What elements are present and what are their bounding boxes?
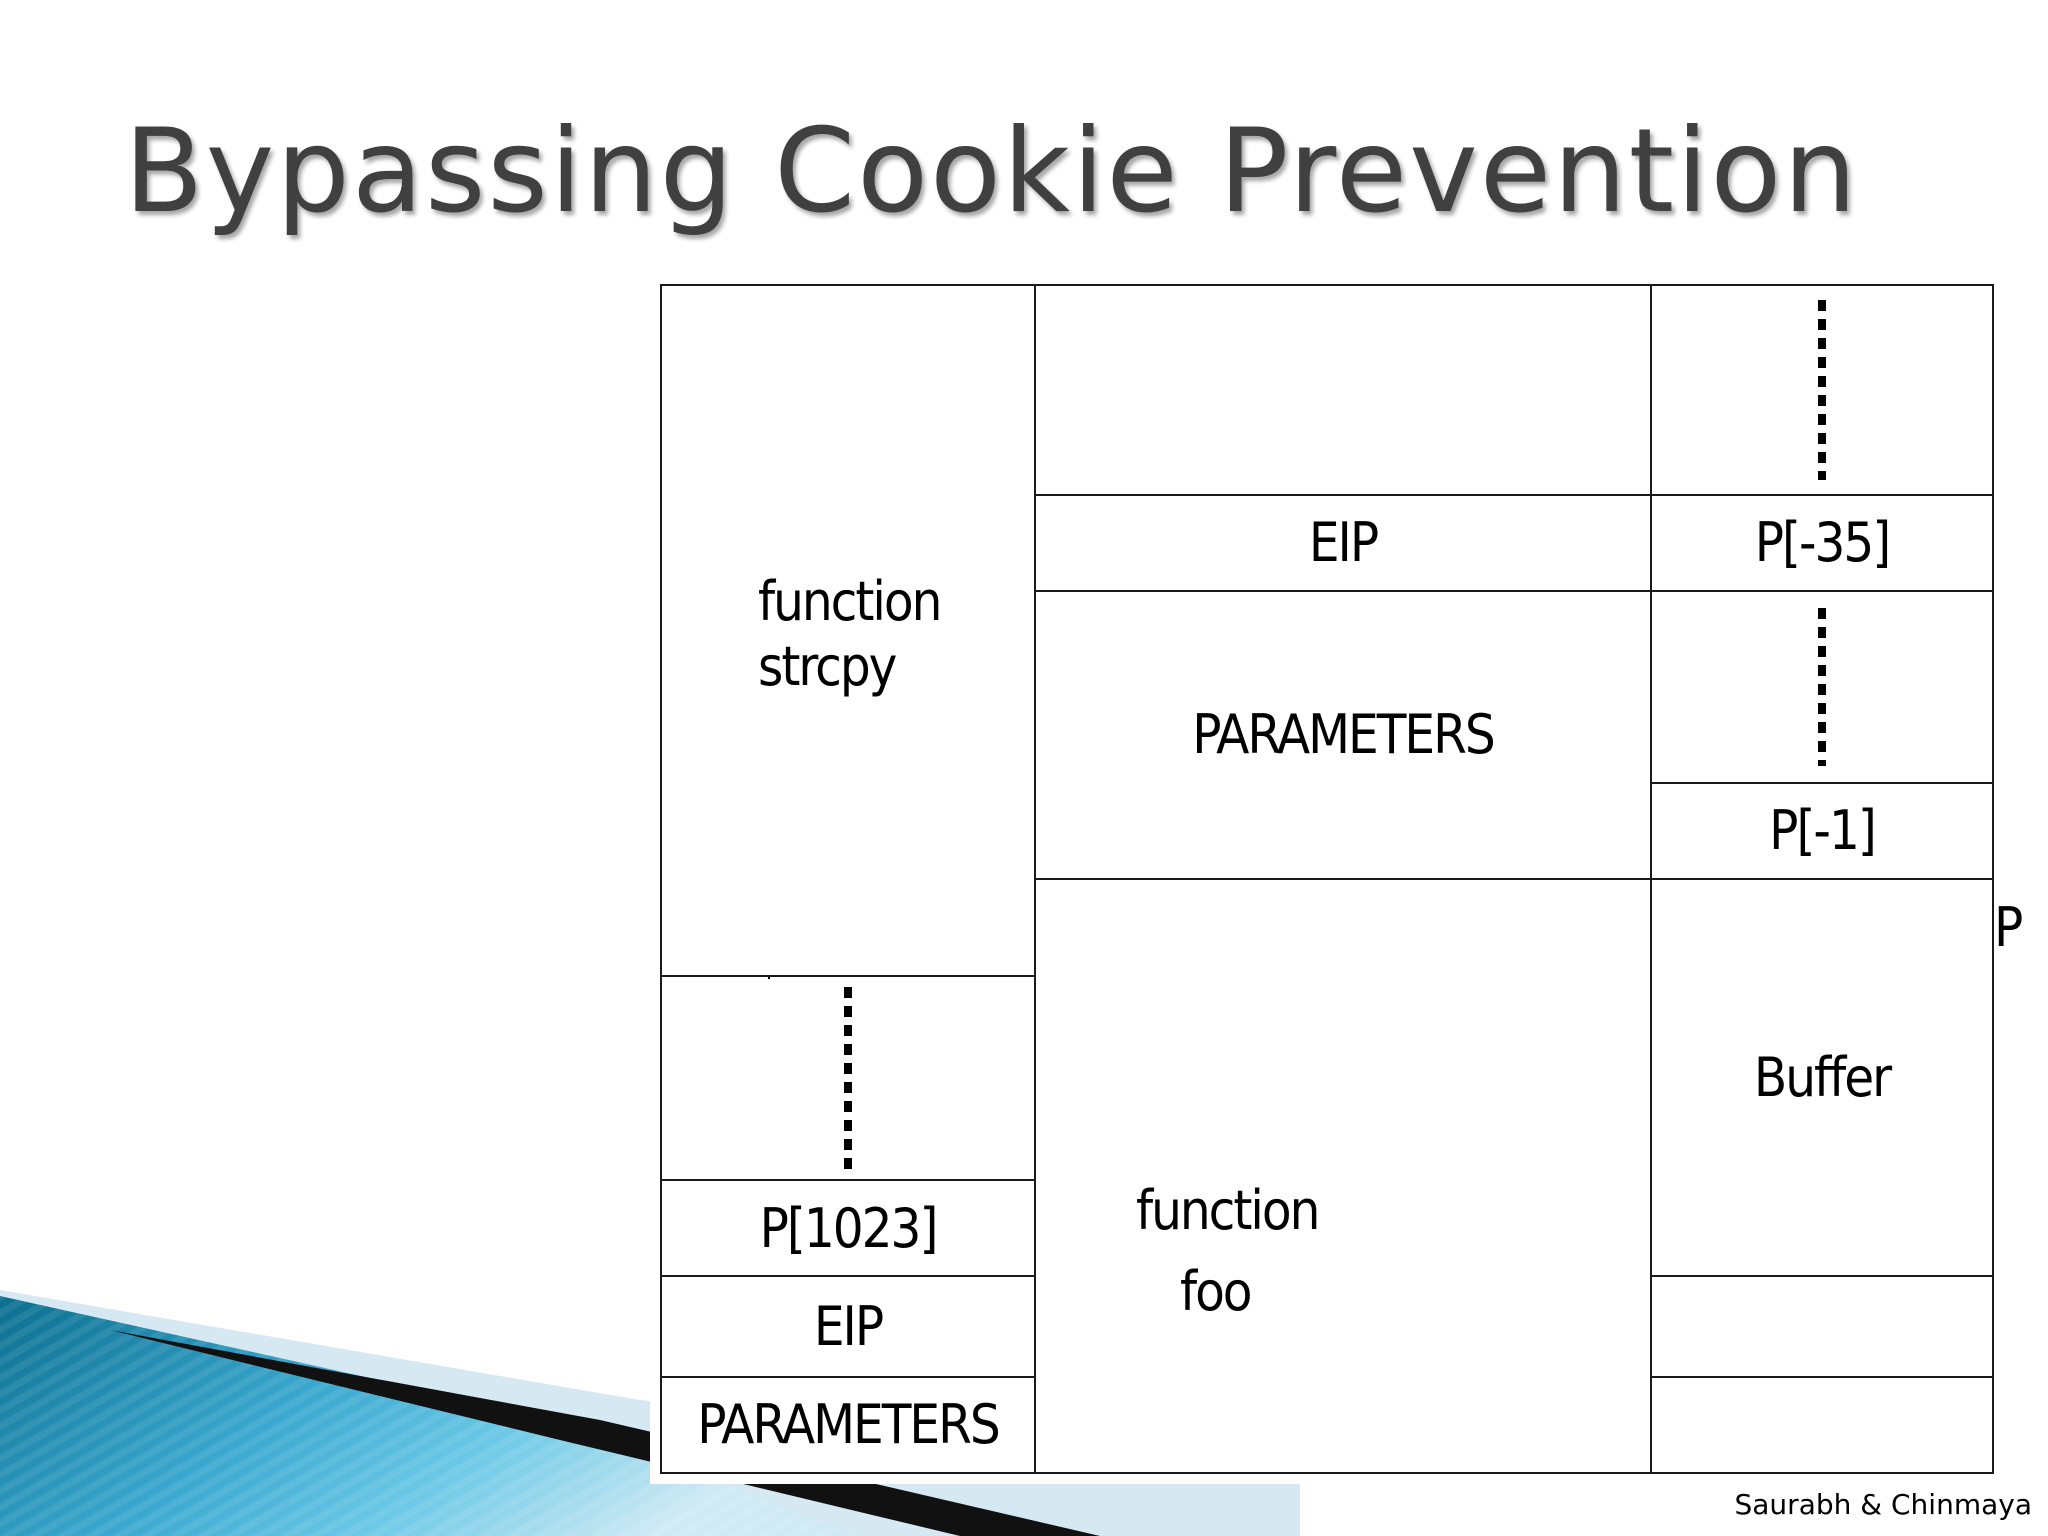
foo-parameters-cell: PARAMETERS [661, 1377, 1035, 1473]
ellipsis-cell [1651, 285, 1993, 495]
frame-foo-line2: foo [1136, 1260, 1251, 1323]
address-p-minus-35: P[-35] [1651, 495, 1993, 591]
ellipsis-cell [661, 976, 1035, 1180]
slide-title: Bypassing Cookie Prevention [124, 104, 1859, 239]
vertical-ellipsis-icon [1818, 300, 1826, 480]
stack-diagram: function strcpy EIP P[-35] PARAMETERS [650, 278, 2002, 1484]
buffer-cell: Buffer [1651, 879, 1993, 1276]
empty-cell [1651, 1276, 1993, 1376]
foo-eip-cell: EIP [661, 1276, 1035, 1376]
frame-foo: function foo [1035, 879, 1651, 1473]
stack-table: function strcpy EIP P[-35] PARAMETERS [660, 284, 1994, 1474]
frame-strcpy-line1: function [758, 570, 940, 633]
vertical-ellipsis-icon [1818, 608, 1826, 766]
frame-foo-line1: function [1136, 1179, 1318, 1242]
frame-strcpy-line2: strcpy [758, 635, 895, 698]
strcpy-eip-cell: EIP [1035, 495, 1651, 591]
empty-cell [1035, 285, 1651, 495]
footer-credit: Saurabh & Chinmaya [1735, 1488, 2033, 1521]
stray-dot [768, 977, 770, 979]
address-p-1023: P[1023] [661, 1180, 1035, 1276]
empty-cell [1651, 1377, 1993, 1473]
vertical-ellipsis-icon [844, 987, 852, 1169]
ellipsis-cell [1651, 591, 1993, 783]
strcpy-parameters-cell: PARAMETERS [1035, 591, 1651, 879]
frame-strcpy: function strcpy [661, 285, 1035, 976]
address-p-minus-1: P[-1] [1651, 783, 1993, 879]
